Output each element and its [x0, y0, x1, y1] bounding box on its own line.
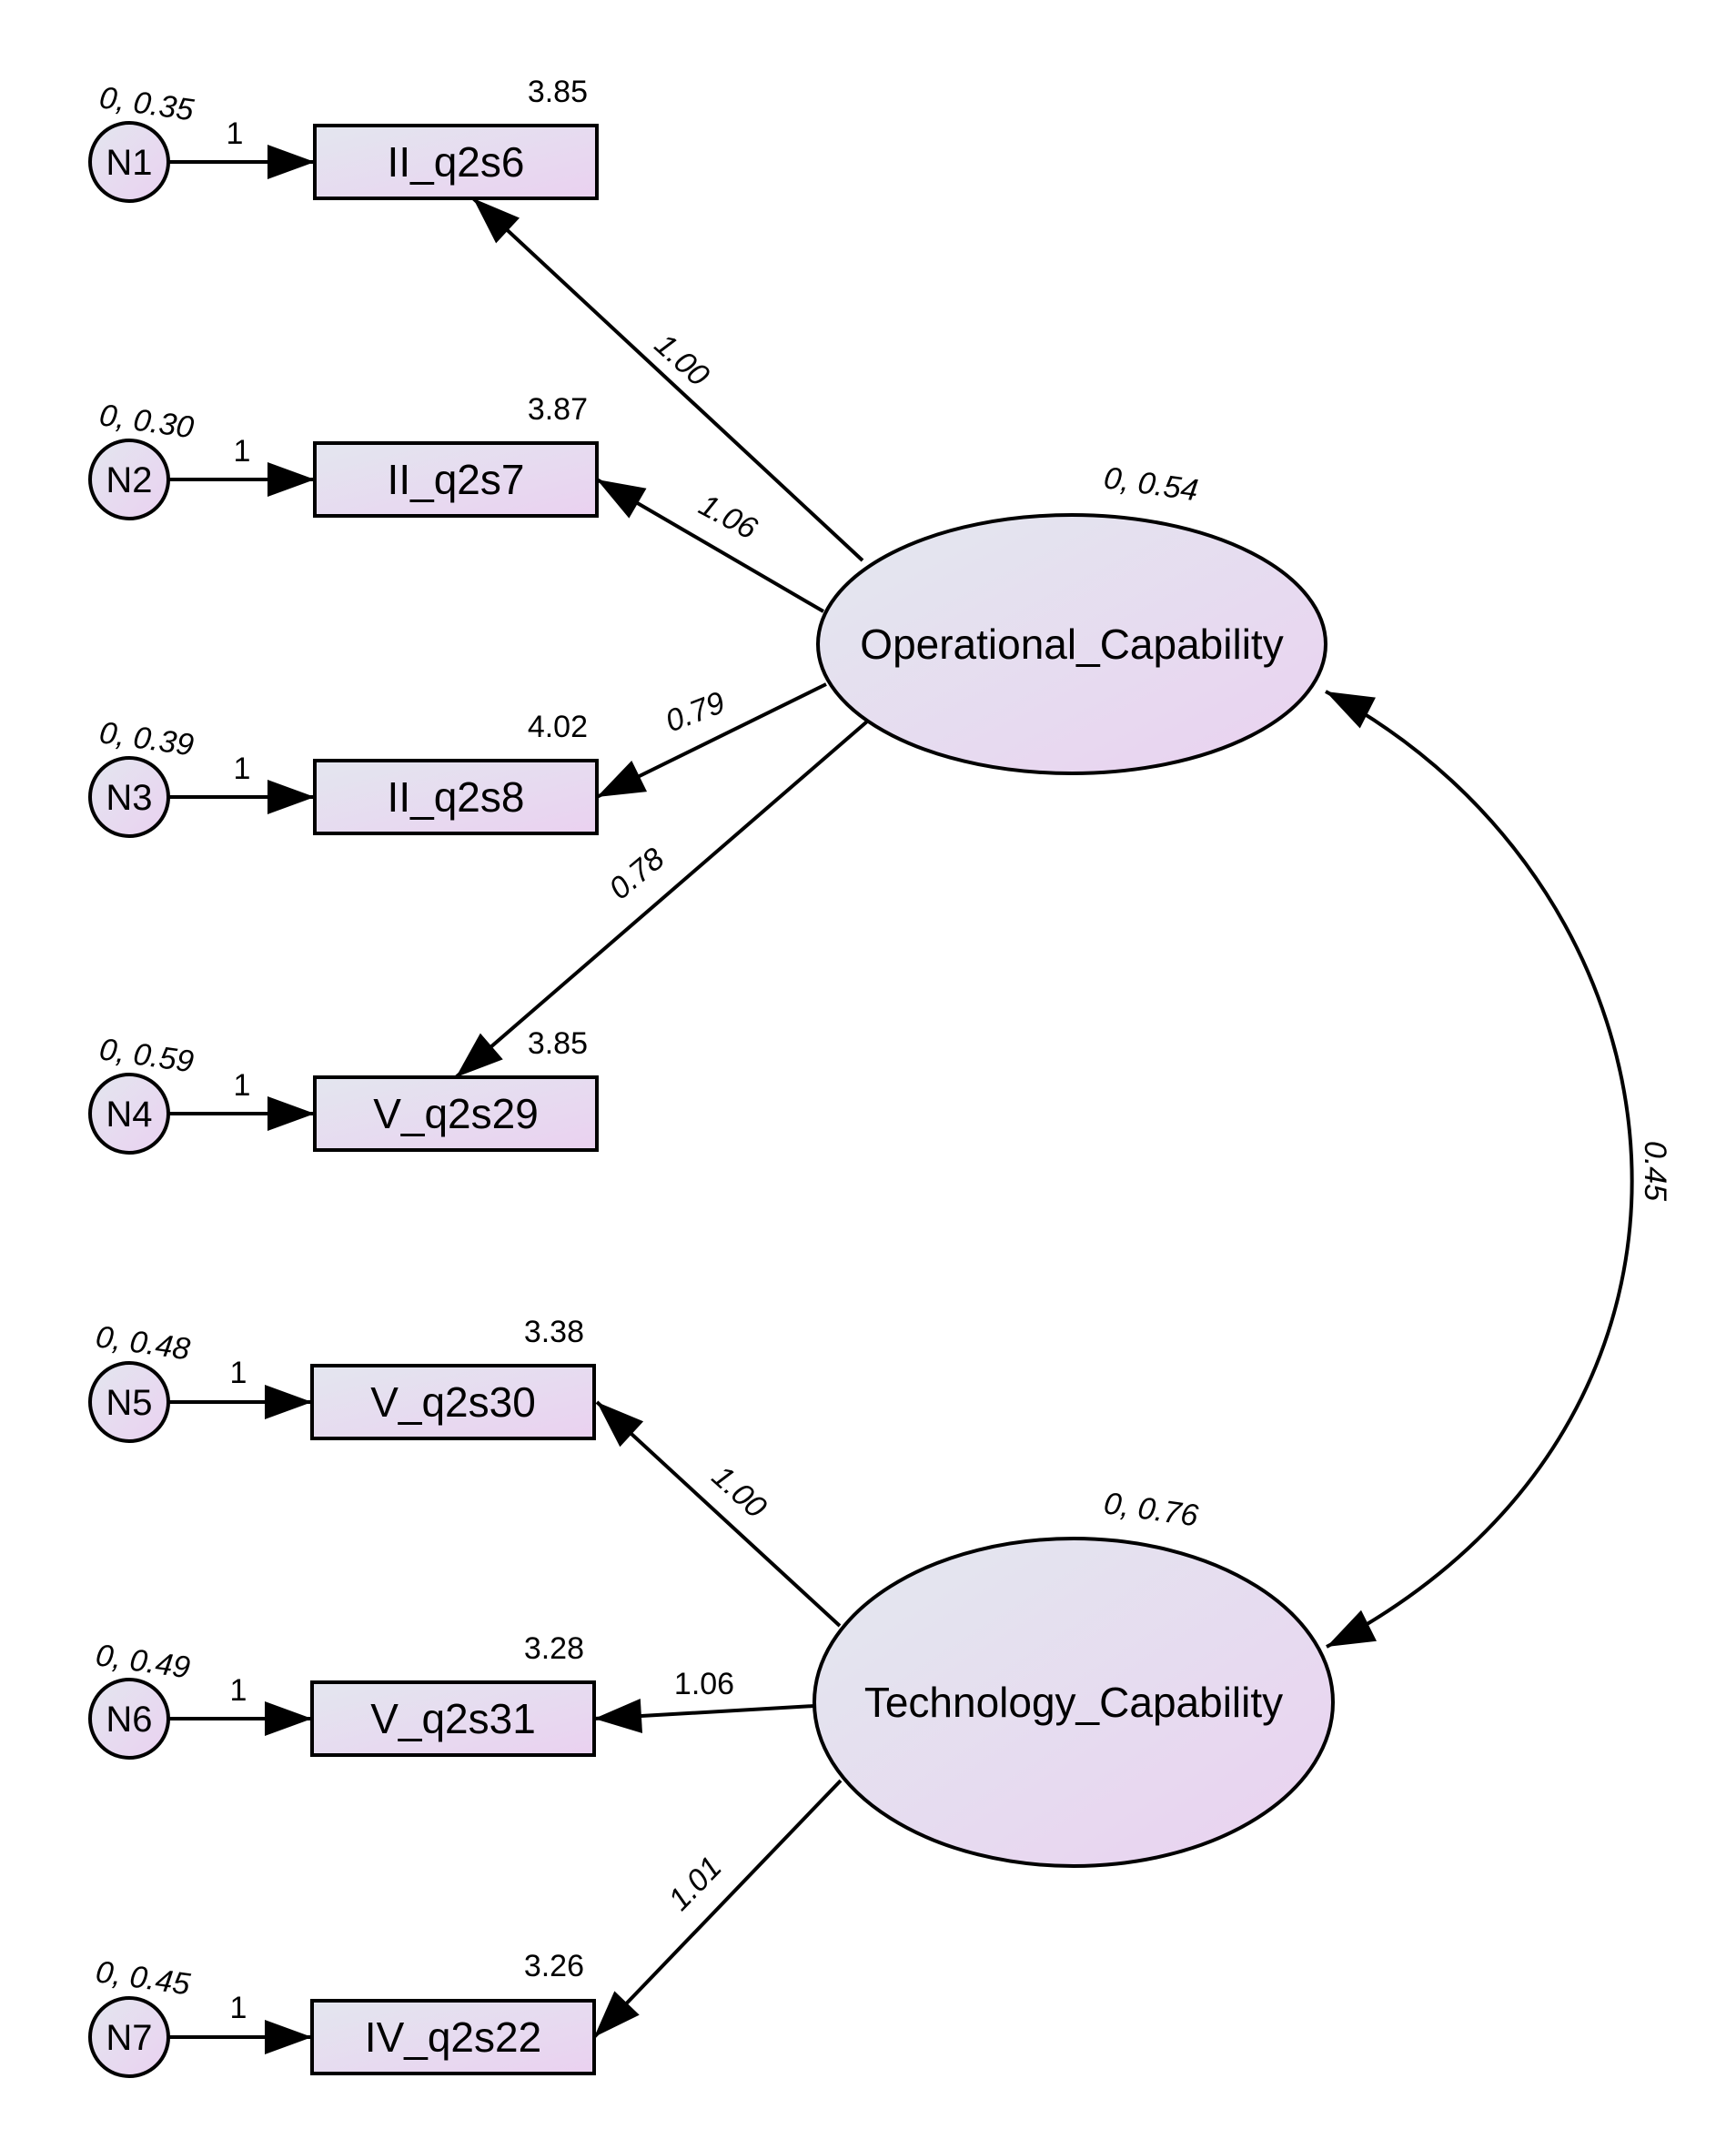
loading-arrow-7-head: [594, 1991, 640, 2037]
latent-label: Technology_Capability: [864, 1679, 1283, 1726]
error-node-n2: N2: [88, 439, 170, 520]
error-params: 0, 0.35: [97, 80, 196, 127]
loading-arrow-7-line: [592, 1779, 843, 2039]
error-weight: 1: [230, 1991, 247, 2025]
error-params: 0, 0.45: [94, 1954, 192, 2002]
covariance-head-top: [1326, 691, 1376, 729]
loading-label: 0.78: [602, 842, 671, 907]
loading-arrow-3-head: [597, 760, 648, 797]
intercept-value: 3.87: [528, 392, 588, 427]
observed-box-v-q2s31: V_q2s31: [310, 1680, 596, 1757]
latent-technology-capability: Technology_Capability: [812, 1537, 1335, 1868]
error-label: N3: [106, 778, 152, 818]
observed-box-v-q2s29: V_q2s29: [313, 1075, 599, 1152]
loading-label: 0.79: [661, 685, 729, 739]
error-label: N5: [106, 1383, 152, 1423]
error-arrow-1-head: [267, 145, 315, 179]
loading-arrow-4-head: [456, 1033, 503, 1077]
error-arrow-5-head: [265, 1385, 312, 1419]
intercept-value: 3.85: [528, 75, 588, 109]
loading-arrow-2-head: [597, 479, 647, 519]
error-weight: 1: [234, 752, 251, 786]
error-arrow-2-head: [267, 462, 315, 497]
error-node-n4: N4: [88, 1073, 170, 1155]
latent-label: Operational_Capability: [860, 621, 1283, 668]
observed-label: V_q2s30: [370, 1378, 536, 1426]
observed-label: V_q2s31: [370, 1695, 536, 1742]
loading-arrow-5-line: [595, 1400, 842, 1628]
error-arrow-4-head: [267, 1096, 315, 1131]
intercept-value: 3.85: [528, 1026, 588, 1061]
covariance-head-bottom: [1327, 1609, 1378, 1647]
latent-params: 0, 0.76: [1102, 1486, 1200, 1533]
error-weight: 1: [230, 1356, 247, 1390]
error-params: 0, 0.30: [97, 398, 196, 445]
error-node-n3: N3: [88, 756, 170, 838]
intercept-value: 4.02: [528, 710, 588, 744]
error-node-n1: N1: [88, 121, 170, 203]
loading-arrow-4-line: [454, 720, 869, 1079]
observed-label: V_q2s29: [373, 1090, 539, 1137]
loading-label: 1.00: [648, 328, 716, 394]
error-label: N4: [106, 1095, 152, 1135]
error-params: 0, 0.59: [97, 1032, 196, 1079]
error-params: 0, 0.49: [94, 1638, 192, 1685]
intercept-value: 3.38: [524, 1315, 584, 1349]
latent-params: 0, 0.54: [1102, 460, 1200, 508]
covariance-label: 0.45: [1638, 1141, 1672, 1201]
latent-operational-capability: Operational_Capability: [816, 513, 1327, 775]
loading-label: 1.00: [705, 1459, 773, 1526]
error-params: 0, 0.39: [97, 715, 196, 762]
observed-box-ii-q2s8: II_q2s8: [313, 759, 599, 835]
error-arrow-7-head: [265, 2020, 312, 2054]
error-label: N1: [106, 143, 152, 183]
loading-arrow-5-head: [597, 1402, 644, 1448]
covariance-curve: [1325, 690, 1634, 1649]
loading-arrow-1-head: [473, 198, 520, 244]
error-node-n7: N7: [88, 1996, 170, 2078]
observed-label: II_q2s7: [388, 456, 525, 503]
loading-arrow-1-line: [471, 197, 864, 562]
error-weight: 1: [234, 434, 251, 469]
loading-label: 1.06: [674, 1667, 734, 1701]
observed-box-v-q2s30: V_q2s30: [310, 1364, 596, 1440]
intercept-value: 3.26: [524, 1949, 584, 1983]
error-weight: 1: [234, 1068, 251, 1103]
error-params: 0, 0.48: [94, 1319, 192, 1367]
error-weight: 1: [227, 116, 244, 151]
observed-box-iv-q2s22: IV_q2s22: [310, 1999, 596, 2075]
error-label: N6: [106, 1700, 152, 1740]
observed-label: II_q2s8: [388, 773, 525, 821]
error-arrow-6-head: [265, 1701, 312, 1736]
observed-label: IV_q2s22: [365, 2013, 541, 2061]
intercept-value: 3.28: [524, 1631, 584, 1666]
observed-box-ii-q2s6: II_q2s6: [313, 124, 599, 200]
error-node-n5: N5: [88, 1361, 170, 1443]
error-arrow-3-head: [267, 780, 315, 814]
observed-label: II_q2s6: [388, 138, 525, 186]
error-label: N7: [106, 2018, 152, 2058]
observed-box-ii-q2s7: II_q2s7: [313, 441, 599, 518]
error-label: N2: [106, 460, 152, 500]
loading-label: 1.06: [693, 488, 762, 547]
error-node-n6: N6: [88, 1678, 170, 1760]
error-weight: 1: [230, 1673, 247, 1708]
loading-arrow-6-head: [594, 1699, 643, 1733]
